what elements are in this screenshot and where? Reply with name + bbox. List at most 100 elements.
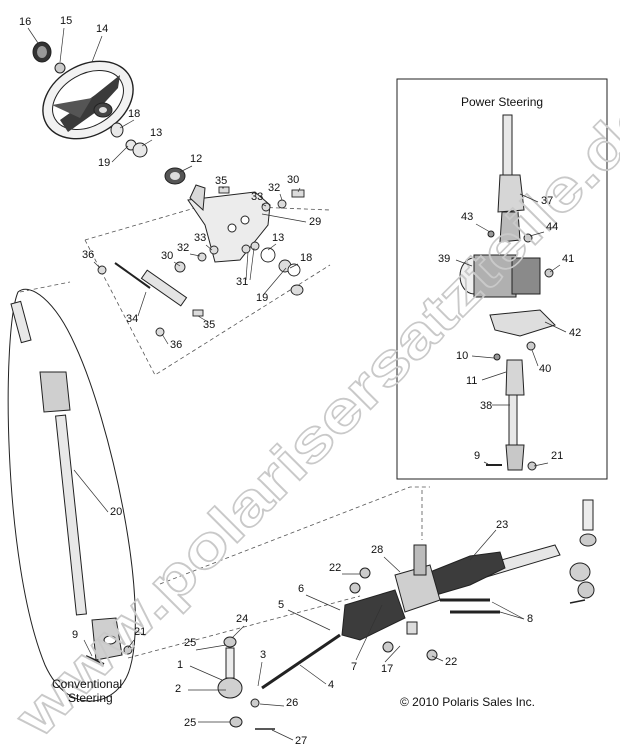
callout-16: 16 — [19, 16, 31, 28]
leader-line — [384, 645, 401, 663]
tilt-shaft — [114, 262, 188, 307]
callout-33: 33 — [251, 191, 263, 203]
callout-42: 42 — [569, 327, 581, 339]
leader-line — [455, 259, 473, 267]
conventional-steering-line-2: Steering — [68, 691, 113, 705]
callout-4: 4 — [328, 679, 334, 691]
leader-line — [173, 261, 181, 267]
leader-line — [475, 223, 491, 233]
callout-33: 33 — [194, 232, 206, 244]
callout-30: 30 — [161, 250, 173, 262]
leader-line — [519, 193, 539, 203]
callout-23: 23 — [496, 519, 508, 531]
rack-and-pinion — [217, 499, 597, 730]
power-steering-caption: Power Steering — [461, 95, 543, 109]
leader-line — [259, 703, 285, 707]
callout-13: 13 — [272, 232, 284, 244]
leader-line — [91, 35, 103, 63]
callout-19: 19 — [98, 157, 110, 169]
callout-9: 9 — [72, 629, 78, 641]
leader-line — [119, 119, 135, 129]
callout-18: 18 — [300, 252, 312, 264]
leader-line — [531, 349, 539, 367]
leader-line — [261, 213, 307, 223]
callout-20: 20 — [110, 506, 122, 518]
leader-line — [111, 145, 129, 163]
leader-line — [73, 469, 109, 513]
leader-line — [267, 243, 277, 251]
callout-9: 9 — [474, 450, 480, 462]
callout-29: 29 — [309, 216, 321, 228]
callout-8: 8 — [527, 613, 533, 625]
leader-line — [141, 139, 153, 147]
copyright-text: © 2010 Polaris Sales Inc. — [400, 695, 535, 709]
leader-line — [195, 644, 227, 651]
leader-line — [305, 594, 341, 611]
leader-line — [205, 244, 213, 251]
callout-19: 19 — [256, 292, 268, 304]
watermark-text: www.polarisersatzteile.de — [2, 81, 620, 750]
callout-36: 36 — [82, 249, 94, 261]
callout-35: 35 — [203, 319, 215, 331]
leader-line — [179, 165, 193, 173]
callout-25: 25 — [184, 637, 196, 649]
callout-32: 32 — [177, 242, 189, 254]
callout-24: 24 — [236, 613, 248, 625]
leader-line — [499, 611, 525, 620]
leader-line — [257, 661, 263, 687]
callout-14: 14 — [96, 23, 108, 35]
callout-3: 3 — [260, 649, 266, 661]
callout-21: 21 — [551, 450, 563, 462]
conventional-steering-caption: Conventional Steering — [52, 677, 125, 705]
leader-line — [471, 355, 495, 359]
callout-28: 28 — [371, 544, 383, 556]
callout-labels: 16 15 14 18 13 19 12 35 33 32 30 29 36 3… — [19, 15, 581, 747]
callout-12: 12 — [190, 153, 202, 165]
callout-26: 26 — [286, 697, 298, 709]
callout-5: 5 — [278, 599, 284, 611]
leader-line — [263, 267, 287, 295]
callout-15: 15 — [60, 15, 72, 27]
callout-11: 11 — [466, 375, 477, 387]
leader-line — [289, 263, 299, 269]
leader-line — [261, 203, 267, 207]
callout-1: 1 — [177, 659, 183, 671]
callout-7: 7 — [351, 661, 357, 673]
callout-21: 21 — [134, 626, 146, 638]
conventional-steering-line: Conventional — [52, 677, 122, 691]
callout-38: 38 — [480, 400, 492, 412]
callout-10: 10 — [456, 350, 468, 362]
power-steering-frame — [396, 78, 608, 480]
leader-line — [483, 461, 489, 465]
callout-36: 36 — [170, 339, 182, 351]
callout-31: 31 — [236, 276, 248, 288]
callout-41: 41 — [562, 253, 574, 265]
callout-39: 39 — [438, 253, 450, 265]
leader-line — [231, 625, 245, 639]
callout-22: 22 — [329, 562, 341, 574]
steering-wheel — [42, 60, 134, 140]
callout-25: 25 — [184, 717, 196, 729]
callout-34: 34 — [126, 313, 138, 325]
leader-line — [469, 529, 497, 561]
leader-line — [197, 315, 209, 323]
leader-line — [491, 601, 525, 620]
leader-line — [383, 556, 401, 573]
leader-line — [189, 665, 223, 681]
leader-line — [83, 639, 93, 657]
assembly-guide-lines — [19, 204, 430, 659]
callout-17: 17 — [381, 663, 393, 675]
callout-18: 18 — [128, 108, 140, 120]
callout-13: 13 — [150, 127, 162, 139]
leader-line — [544, 321, 567, 333]
callout-37: 37 — [541, 195, 553, 207]
leader-line — [481, 371, 507, 381]
leader-line — [355, 604, 383, 661]
leader-line — [431, 655, 444, 662]
callout-leaders — [27, 27, 567, 741]
leader-line — [59, 27, 65, 63]
leader-line — [137, 291, 147, 317]
washer-set-upper — [110, 122, 148, 158]
leader-line — [299, 664, 327, 685]
